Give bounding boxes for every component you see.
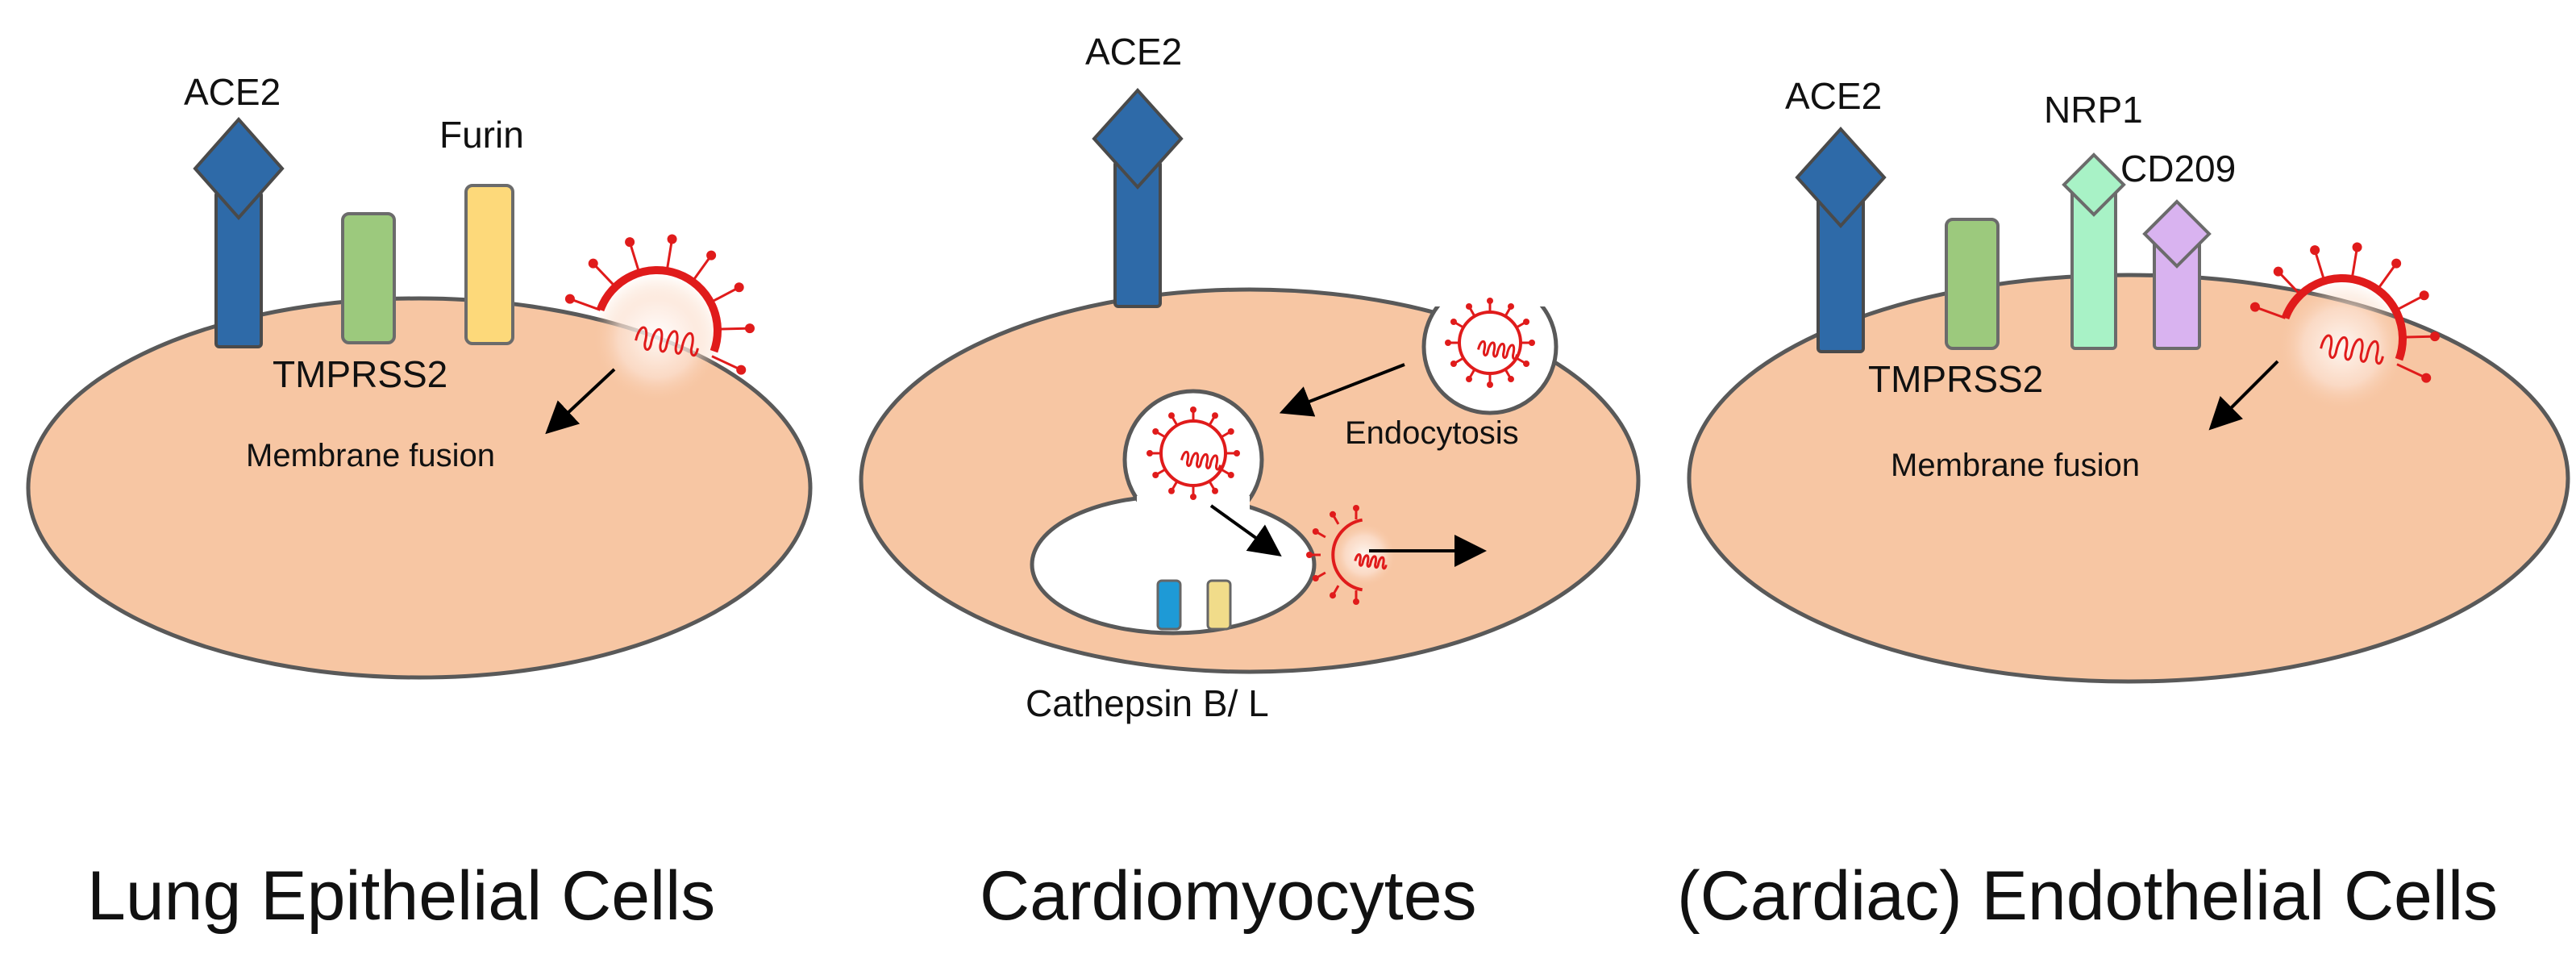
tmprss2-label: TMPRSS2 <box>1868 358 2043 400</box>
panel-endo: ACE2 TMPRSS2 NRP1 CD209 Membrane fusion … <box>1677 75 2570 935</box>
virus-entering <box>1445 298 1535 388</box>
tmprss2-receptor <box>341 212 396 344</box>
panel-title-lung: Lung Epithelial Cells <box>87 857 715 935</box>
fusion-arrow <box>2208 360 2279 431</box>
cd209-receptor <box>2142 199 2212 350</box>
membrane-fusion-label: Membrane fusion <box>246 438 495 473</box>
panel-title-endo: (Cardiac) Endothelial Cells <box>1677 857 2498 935</box>
cell-lung <box>26 296 813 680</box>
ace2-receptor <box>1092 88 1184 308</box>
nrp1-receptor <box>2062 152 2126 350</box>
ace2-label: ACE2 <box>184 71 281 113</box>
panel-cardio: ACE2 Endocytosis Cathepsin B/ L Cardiomy… <box>859 31 1641 935</box>
cathepsin-b-protein <box>1156 579 1182 631</box>
endocytosis-arrow <box>1279 363 1405 417</box>
endosome-arrow <box>1209 504 1282 556</box>
furin-receptor <box>464 184 514 345</box>
tmprss2-receptor <box>1945 218 2000 350</box>
panel-lung: ACE2 TMPRSS2 Furin Membrane fusion Lung … <box>26 71 813 935</box>
membrane-fusion-label: Membrane fusion <box>1891 448 2140 483</box>
virus-fusing <box>2249 242 2440 411</box>
endocytosis-label: Endocytosis <box>1345 415 1519 451</box>
fusion-arrow <box>545 368 616 435</box>
ace2-receptor <box>193 116 285 348</box>
ace2-label: ACE2 <box>1785 75 1882 117</box>
virus-fusing <box>564 234 755 403</box>
furin-label: Furin <box>439 114 524 156</box>
virus-in-endosome <box>1147 406 1240 500</box>
virus-escaping <box>1306 505 1396 605</box>
cathepsin-l-protein <box>1206 579 1232 631</box>
panel-title-cardio: Cardiomyocytes <box>980 857 1477 935</box>
cathepsin-label: Cathepsin B/ L <box>1026 682 1269 724</box>
tmprss2-label: TMPRSS2 <box>273 353 447 395</box>
cd209-label: CD209 <box>2120 148 2236 190</box>
ace2-label: ACE2 <box>1085 31 1182 73</box>
ace2-receptor <box>1795 127 1887 353</box>
nrp1-label: NRP1 <box>2044 89 2143 131</box>
